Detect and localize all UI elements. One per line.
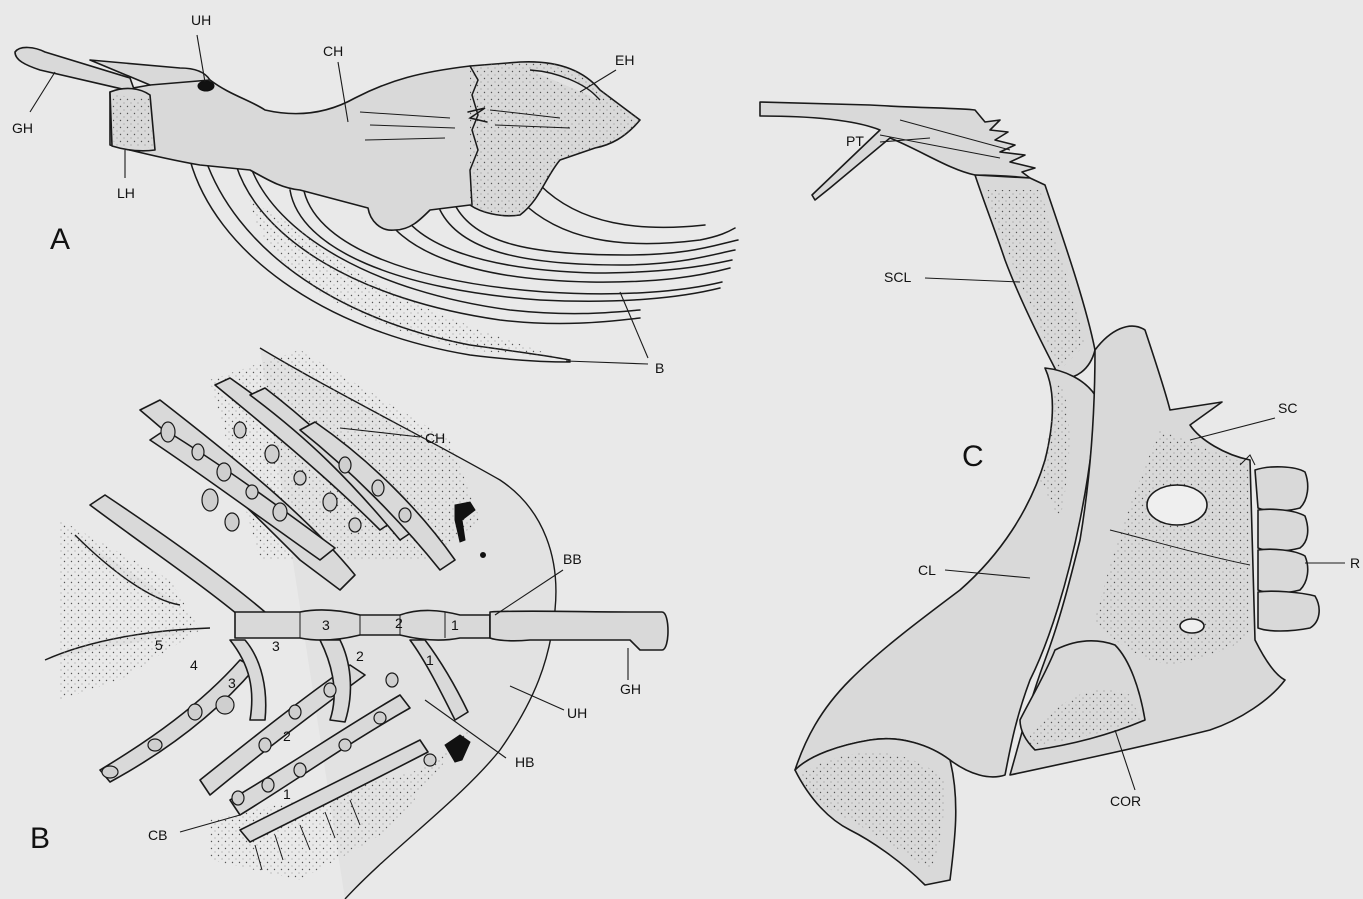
- label-c-sc: SC: [1278, 400, 1297, 416]
- num-hb2: 2: [356, 648, 364, 664]
- num-bb3: 3: [322, 617, 330, 633]
- num-hb3: 3: [272, 638, 280, 654]
- label-a-eh: EH: [615, 52, 634, 68]
- num-bb1: 1: [451, 617, 459, 633]
- num-cb4: 4: [190, 657, 198, 673]
- panel-a-hyoid-drawing: GH UH CH EH LH B A: [12, 12, 738, 376]
- panel-label-b: B: [30, 822, 50, 855]
- label-b-gh: GH: [620, 681, 641, 697]
- num-cb2: 2: [283, 728, 291, 744]
- label-b-hb: HB: [515, 754, 534, 770]
- label-b-uh: UH: [567, 705, 587, 721]
- label-b-bb: BB: [563, 551, 582, 567]
- panel-label-c: C: [962, 440, 984, 473]
- label-b-cb: CB: [148, 827, 167, 843]
- num-cb1: 1: [283, 786, 291, 802]
- num-hb1: 1: [426, 652, 434, 668]
- num-bb2: 2: [395, 615, 403, 631]
- label-a-uh: UH: [191, 12, 211, 28]
- panel-c-girdle-drawing: PT SCL SC R CL COR C: [760, 102, 1360, 885]
- label-c-cor: COR: [1110, 793, 1141, 809]
- label-c-r: R: [1350, 555, 1360, 571]
- label-a-lh: LH: [117, 185, 135, 201]
- label-a-ch: CH: [323, 43, 343, 59]
- label-c-pt: PT: [846, 133, 864, 149]
- label-a-gh: GH: [12, 120, 33, 136]
- panel-b-branchial-drawing: CH BB GH UH HB CB 1 2 3 1 2 3 3 4 5 2 1 …: [30, 348, 668, 899]
- num-cb3: 3: [228, 675, 236, 691]
- label-c-scl: SCL: [884, 269, 911, 285]
- label-b-ch: CH: [425, 430, 445, 446]
- label-c-cl: CL: [918, 562, 936, 578]
- panel-label-a: A: [50, 223, 70, 256]
- num-cb5: 5: [155, 637, 163, 653]
- label-a-b: B: [655, 360, 664, 376]
